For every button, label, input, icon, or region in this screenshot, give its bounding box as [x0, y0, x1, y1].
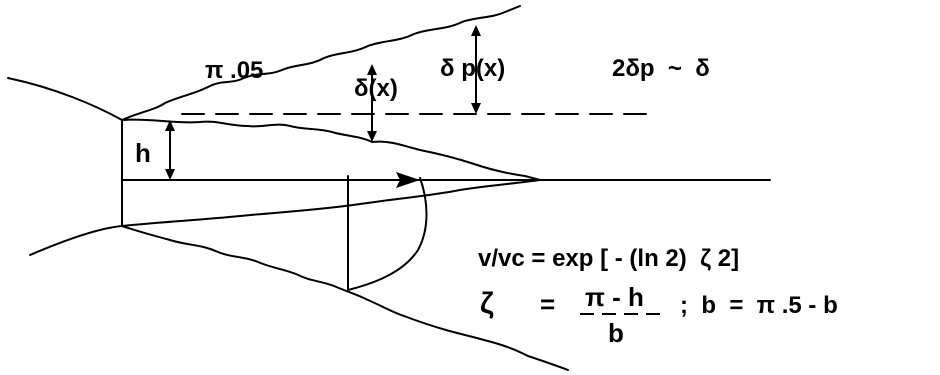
- label-h: h: [135, 138, 151, 168]
- label-pi-05: π .05: [205, 57, 263, 84]
- zeta-symbol: ζ: [480, 287, 494, 320]
- axis-arrowhead: [396, 172, 420, 188]
- outer-boundary-upper: [121, 5, 521, 121]
- upper-nozzle-curve: [7, 77, 123, 121]
- fraction-numerator: π - h: [585, 282, 644, 312]
- velocity-equation: v/vc = exp [ - (ln 2) ζ 2]: [478, 245, 739, 272]
- velocity-profile-curve: [347, 177, 428, 291]
- equals-sign: =: [540, 289, 555, 319]
- outer-boundary-lower: [121, 225, 569, 371]
- b-definition: ; b = π .5 - b: [680, 292, 838, 319]
- label-delta-x: δ(x): [354, 75, 398, 102]
- delta-p-x-arrow: [471, 25, 481, 114]
- inner-boundary-upper: [121, 118, 541, 181]
- label-delta-p-x: δ p(x): [440, 55, 505, 82]
- lower-nozzle-curve: [29, 225, 123, 256]
- fraction-denominator: b: [608, 318, 624, 348]
- label-relation: 2δp ~ δ: [612, 55, 710, 82]
- inner-boundary-lower: [121, 179, 541, 227]
- delta-x-arrow: [367, 64, 377, 142]
- h-dimension-arrow: [165, 120, 175, 180]
